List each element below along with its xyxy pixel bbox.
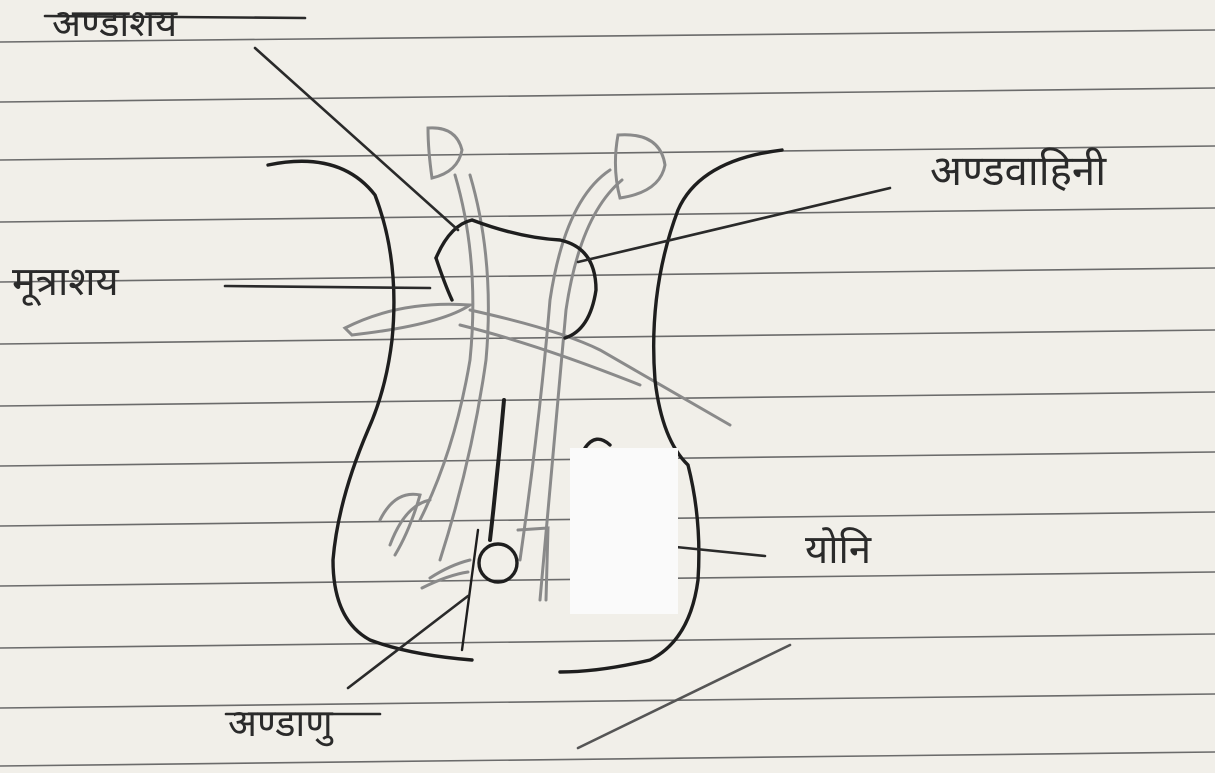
ruled-lines	[0, 30, 1215, 766]
label-vagina: योनि	[805, 530, 871, 570]
label-ovum: अण्डाणु	[228, 704, 333, 742]
label-ovary: अण्डाशय	[52, 4, 177, 42]
label-bladder: मूत्राशय	[12, 262, 119, 302]
label-oviduct: अण्डवाहिनी	[930, 150, 1106, 192]
correction-patch	[570, 448, 678, 614]
